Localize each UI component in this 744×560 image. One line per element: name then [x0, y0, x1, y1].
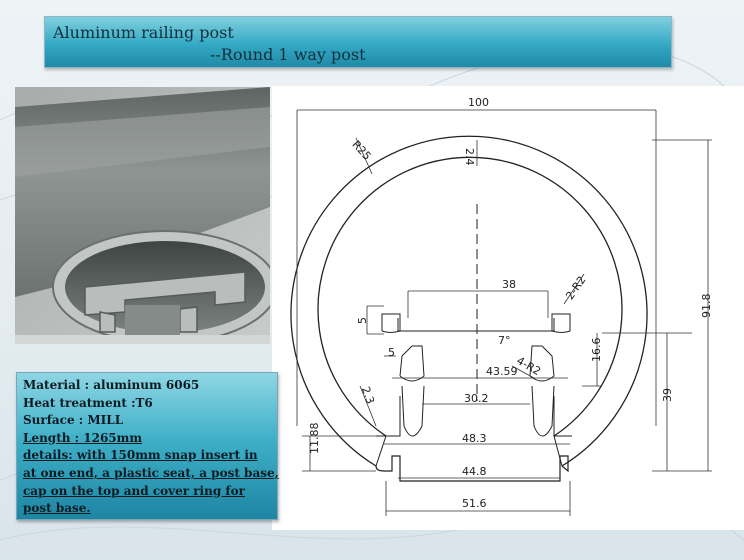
spec-length: Length : 1265mm [23, 430, 143, 445]
inner-profile [317, 156, 623, 437]
title-panel: Aluminum railing post --Round 1 way post [44, 16, 672, 68]
product-photo [15, 87, 270, 344]
dim-corner: 2-R2 [563, 274, 588, 302]
dim-16-6: 16.6 [590, 338, 603, 363]
dim-height-total: 91.8 [700, 294, 713, 319]
technical-drawing: 100 R25 2.4 38 2-R2 5 5 7° 4-R2 43.59 91… [272, 86, 744, 530]
dim-inner5: 5 [388, 346, 395, 359]
dim-39: 39 [661, 388, 674, 402]
dim-48-3: 48.3 [462, 432, 487, 445]
spec-surface: Surface : MILL [23, 413, 124, 428]
dim-11-88: 11.88 [308, 423, 321, 455]
dim-width: 100 [468, 96, 489, 109]
dim-51-6: 51.6 [462, 497, 487, 510]
spec-heat-treatment: Heat treatment :T6 [23, 395, 153, 410]
dim-wall: 2.4 [463, 148, 476, 166]
spec-details-line-3: cap on the top and cover ring for [23, 483, 245, 498]
spec-details-line-4: post base. [23, 501, 91, 516]
outer-profile [290, 135, 648, 467]
title-line-2: --Round 1 way post [210, 45, 366, 64]
dim-44-8: 44.8 [462, 465, 487, 478]
dim-2-3: 2.3 [359, 385, 377, 406]
dim-inner-width: 43.59 [486, 365, 518, 378]
dim-slot: 30.2 [464, 392, 489, 405]
spec-material: Material : aluminum 6065 [23, 378, 200, 392]
dim-inner-radii: 4-R2 [514, 354, 543, 378]
dim-depth5: 5 [356, 317, 369, 324]
title-line-1: Aluminum railing post [53, 23, 234, 42]
spec-panel: Material : aluminum 6065 Heat treatment … [16, 372, 279, 520]
dim-radius: R25 [349, 138, 373, 163]
dim-top-channel: 38 [502, 278, 516, 291]
spec-details-line-1: details: with 150mm snap insert in [23, 448, 258, 463]
spec-details-line-2: at one end, a plastic seat, a post base, [23, 465, 279, 480]
dim-angle: 7° [498, 334, 511, 347]
